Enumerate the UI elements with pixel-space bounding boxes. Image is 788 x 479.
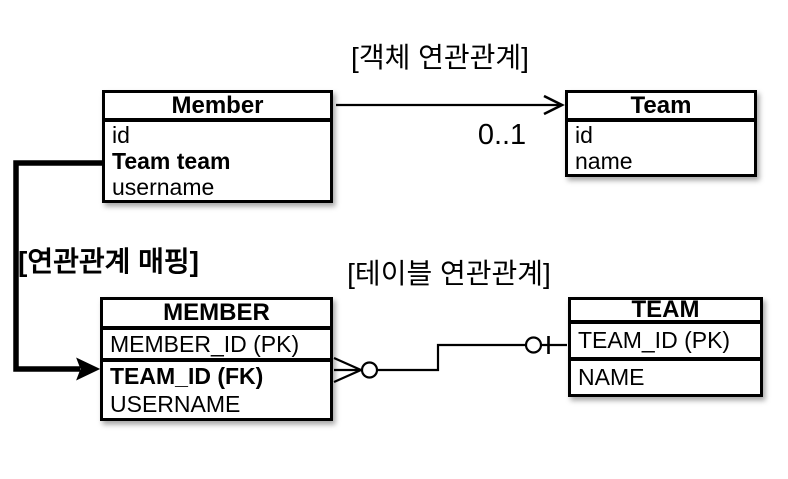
team-column-name: NAME [578, 364, 645, 390]
team-table-box: TEAM TEAM_ID (PK) NAME [568, 297, 763, 397]
table-relation-connector [333, 336, 567, 384]
zero-circle-icon [524, 336, 543, 354]
member-table-title: MEMBER [103, 300, 330, 330]
member-field-id: id [112, 122, 130, 148]
member-column-member-id-pk: MEMBER_ID (PK) [103, 330, 330, 362]
mapping-title: [연관관계 매핑] [18, 246, 199, 277]
member-column-team-id-fk: TEAM_ID (FK) [110, 363, 264, 389]
team-field-name: name [575, 148, 633, 174]
member-class-title: Member [105, 93, 330, 122]
crow-foot-many-icon [333, 356, 362, 384]
multiplicity-label: 0..1 [477, 119, 527, 151]
object-relation-title: [객체 연관관계] [351, 42, 529, 73]
team-table-title: TEAM [571, 298, 760, 324]
team-class-title: Team [568, 93, 754, 122]
member-field-username: username [112, 174, 215, 200]
zero-circle-icon [360, 361, 379, 379]
arrow-right-icon [543, 94, 565, 116]
member-class-box: Member id Team team username [102, 90, 333, 203]
team-field-id: id [575, 122, 593, 148]
table-relation-title: [테이블 연관관계] [347, 258, 551, 289]
team-class-box: Team id name [565, 90, 757, 177]
team-column-team-id-pk: TEAM_ID (PK) [571, 324, 760, 361]
member-table-box: MEMBER MEMBER_ID (PK) TEAM_ID (FK) USERN… [100, 297, 333, 421]
arrow-right-filled-icon [76, 357, 101, 381]
member-column-username: USERNAME [110, 391, 241, 417]
object-association-arrow [336, 94, 565, 116]
member-field-team: Team team [112, 148, 231, 174]
